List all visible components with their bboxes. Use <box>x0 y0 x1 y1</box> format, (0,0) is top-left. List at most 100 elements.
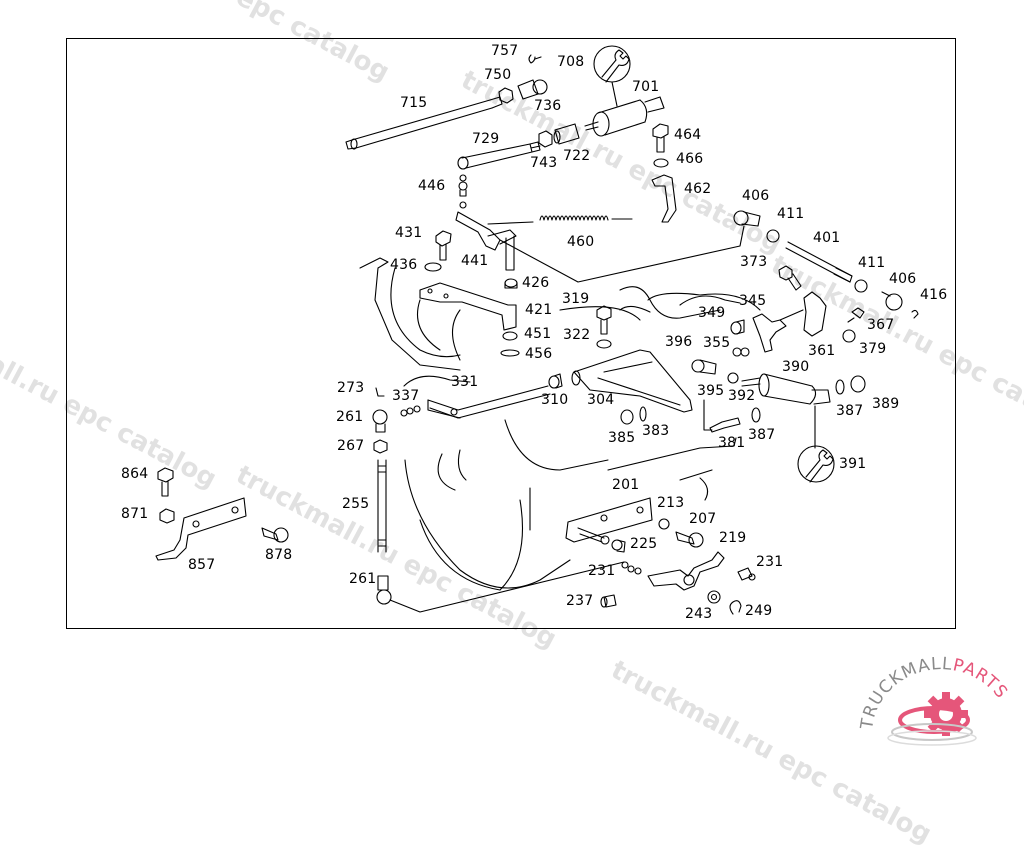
part-label[interactable]: 361 <box>808 343 836 359</box>
part-label[interactable]: 416 <box>920 287 948 303</box>
part-label[interactable]: 322 <box>563 327 591 343</box>
leader-line <box>699 477 709 501</box>
part-label[interactable]: 310 <box>541 392 569 408</box>
wrench-icon-391 <box>797 405 835 483</box>
part-331-shaft <box>427 385 551 419</box>
part-392-nut <box>727 372 739 384</box>
part-701-cylinder <box>584 96 665 137</box>
part-label[interactable]: 337 <box>392 388 420 404</box>
part-label[interactable]: 441 <box>461 253 489 269</box>
part-label[interactable]: 237 <box>566 593 594 609</box>
part-label[interactable]: 267 <box>337 438 365 454</box>
part-231-pin <box>621 561 642 575</box>
part-label[interactable]: 464 <box>674 127 702 143</box>
part-label[interactable]: 261 <box>349 571 377 587</box>
part-381-pin <box>703 399 741 433</box>
part-label[interactable]: 878 <box>265 547 293 563</box>
part-label[interactable]: 331 <box>451 374 479 390</box>
part-273-clip <box>375 387 385 397</box>
part-237-pin <box>600 594 617 608</box>
part-label[interactable]: 231 <box>756 554 784 570</box>
part-label[interactable]: 213 <box>657 495 685 511</box>
logo-swoosh <box>887 706 977 746</box>
part-322-washer <box>596 339 612 349</box>
part-label[interactable]: 207 <box>689 511 717 527</box>
part-label[interactable]: 345 <box>739 293 767 309</box>
part-label[interactable]: 729 <box>472 131 500 147</box>
part-label[interactable]: 201 <box>612 477 640 493</box>
part-464-bolt <box>652 123 669 153</box>
part-label[interactable]: 395 <box>697 383 725 399</box>
part-label[interactable]: 383 <box>642 423 670 439</box>
part-label[interactable]: 255 <box>342 496 370 512</box>
part-label[interactable]: 736 <box>534 98 562 114</box>
part-label[interactable]: 349 <box>698 305 726 321</box>
part-label[interactable]: 421 <box>525 302 553 318</box>
part-label[interactable]: 411 <box>858 255 886 271</box>
part-label[interactable]: 864 <box>121 466 149 482</box>
part-243-washer <box>707 590 721 604</box>
part-416-clip <box>911 309 919 319</box>
part-label[interactable]: 460 <box>567 234 595 250</box>
engine-block-outline <box>359 257 761 591</box>
part-label[interactable]: 871 <box>121 506 149 522</box>
part-337-ball <box>400 405 421 417</box>
part-389-nut <box>850 375 866 393</box>
part-label[interactable]: 273 <box>337 380 365 396</box>
part-label[interactable]: 392 <box>728 388 756 404</box>
part-label[interactable]: 367 <box>867 317 895 333</box>
part-label[interactable]: 355 <box>703 335 731 351</box>
part-label[interactable]: 385 <box>608 430 636 446</box>
part-label[interactable]: 401 <box>813 230 841 246</box>
part-411-nut-b <box>854 279 868 293</box>
part-label[interactable]: 406 <box>742 188 770 204</box>
part-label[interactable]: 462 <box>684 181 712 197</box>
part-label[interactable]: 391 <box>839 456 867 472</box>
part-label[interactable]: 431 <box>395 225 423 241</box>
part-label[interactable]: 446 <box>418 178 446 194</box>
part-label[interactable]: 231 <box>588 563 616 579</box>
part-label[interactable]: 857 <box>188 557 216 573</box>
part-878-bolt <box>261 527 289 543</box>
part-label[interactable]: 456 <box>525 346 553 362</box>
part-label[interactable]: 381 <box>718 435 746 451</box>
part-715-rod <box>345 96 503 150</box>
part-label[interactable]: 319 <box>562 291 590 307</box>
part-349-line <box>679 295 741 306</box>
parts-drawing <box>155 45 919 615</box>
part-871-nut <box>159 508 175 524</box>
part-label[interactable]: 701 <box>632 79 660 95</box>
part-label[interactable]: 225 <box>630 536 658 552</box>
part-label[interactable]: 722 <box>563 148 591 164</box>
part-label[interactable]: 715 <box>400 95 428 111</box>
part-label[interactable]: 261 <box>336 409 364 425</box>
part-label[interactable]: 436 <box>390 257 418 273</box>
part-label[interactable]: 451 <box>524 326 552 342</box>
part-label[interactable]: 389 <box>872 396 900 412</box>
part-213-clip <box>658 518 670 530</box>
part-label[interactable]: 411 <box>777 206 805 222</box>
part-396-pin <box>732 347 750 357</box>
part-267-nut <box>373 439 388 454</box>
part-label[interactable]: 387 <box>748 427 776 443</box>
part-label[interactable]: 249 <box>745 603 773 619</box>
part-label[interactable]: 304 <box>587 392 615 408</box>
part-label[interactable]: 396 <box>665 334 693 350</box>
part-label[interactable]: 243 <box>685 606 713 622</box>
part-label[interactable]: 219 <box>719 530 747 546</box>
part-label[interactable]: 426 <box>522 275 550 291</box>
part-label[interactable]: 757 <box>491 43 519 59</box>
part-label[interactable]: 387 <box>836 403 864 419</box>
part-label[interactable]: 743 <box>530 155 558 171</box>
part-757-clip <box>528 54 542 64</box>
part-label[interactable]: 406 <box>889 271 917 287</box>
part-label[interactable]: 466 <box>676 151 704 167</box>
part-361-bracket <box>779 291 827 337</box>
part-label[interactable]: 750 <box>484 67 512 83</box>
part-label[interactable]: 390 <box>782 359 810 375</box>
part-label[interactable]: 373 <box>740 254 768 270</box>
part-426-bush <box>504 278 518 289</box>
part-label[interactable]: 708 <box>557 54 585 70</box>
part-743-nut <box>538 130 553 148</box>
part-label[interactable]: 379 <box>859 341 887 357</box>
